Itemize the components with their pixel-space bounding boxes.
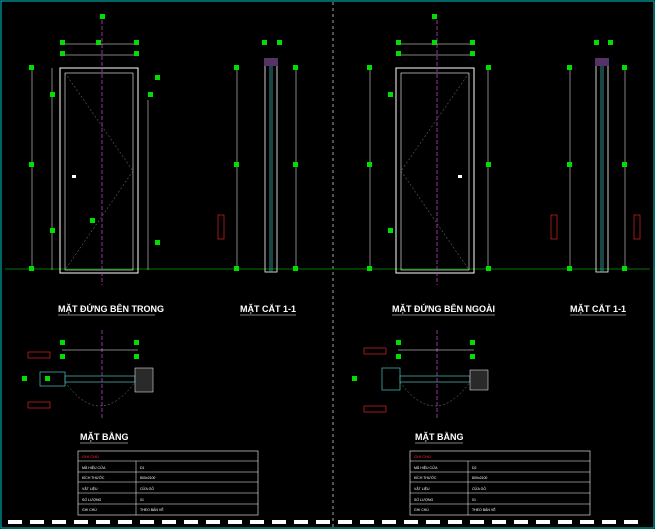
table-cell: SỐ LƯỢNG [414,497,433,502]
table-cell: MÃ HIỆU CỬA [414,465,438,470]
table-header: GHI CHÚ [414,454,431,459]
right-panel: MẶT ĐỨNG BÊN NGOÀI MẶT CẮT 1-1 MẶT BẰNG [352,14,641,516]
door-schedule-right: GHI CHÚ MÃ HIỆU CỬA D2 KÍCH THƯỚC 800x21… [409,450,591,516]
table-cell: 800x2100 [472,476,487,480]
title-section-right: MẶT CẮT 1-1 [570,304,626,314]
table-cell: D2 [472,466,477,470]
title-elevation-inside: MẶT ĐỨNG BÊN TRONG [58,303,164,314]
door-section-1-1-right [569,58,626,273]
title-plan-left: MẶT BẰNG [80,432,129,442]
dimension-markers [29,14,160,271]
door-elevation-outside [395,20,475,285]
table-header: GHI CHÚ [82,454,99,459]
title-plan-right: MẶT BẰNG [415,432,464,442]
table-cell: VẬT LIỆU [414,486,430,491]
table-cell: GHI CHÚ [82,508,97,512]
table-cell: CỬA GỖ [140,486,154,491]
table-cell: 800x2100 [140,476,155,480]
door-plan-right [381,330,489,420]
title-section-left: MẶT CẮT 1-1 [240,304,296,314]
table-cell: KÍCH THƯỚC [82,475,105,480]
table-cell: GHI CHÚ [414,508,429,512]
table-cell: D1 [140,466,145,470]
table-cell: 01 [140,498,144,502]
table-cell: CỬA GỖ [472,486,486,491]
door-plan-left [39,330,154,420]
table-cell: SỐ LƯỢNG [82,497,101,502]
door-section-1-1 [236,58,297,273]
table-cell: 01 [472,498,476,502]
table-cell: MÃ HIỆU CỬA [82,465,106,470]
title-elevation-outside: MẶT ĐỨNG BÊN NGOÀI [392,303,495,314]
left-panel: MẶT ĐỨNG BÊN TRONG MẶT CẮT 1-1 MẶT BẰNG [22,14,298,516]
table-cell: THEO BẢN VẼ [140,507,164,512]
table-cell: KÍCH THƯỚC [414,475,437,480]
table-cell: THEO BẢN VẼ [472,507,496,512]
table-cell: VẬT LIỆU [82,486,98,491]
door-schedule-left: GHI CHÚ MÃ HIỆU CỬA D1 KÍCH THƯỚC 800x21… [77,450,259,516]
door-elevation-inside [59,20,139,285]
title-strip [8,520,638,524]
